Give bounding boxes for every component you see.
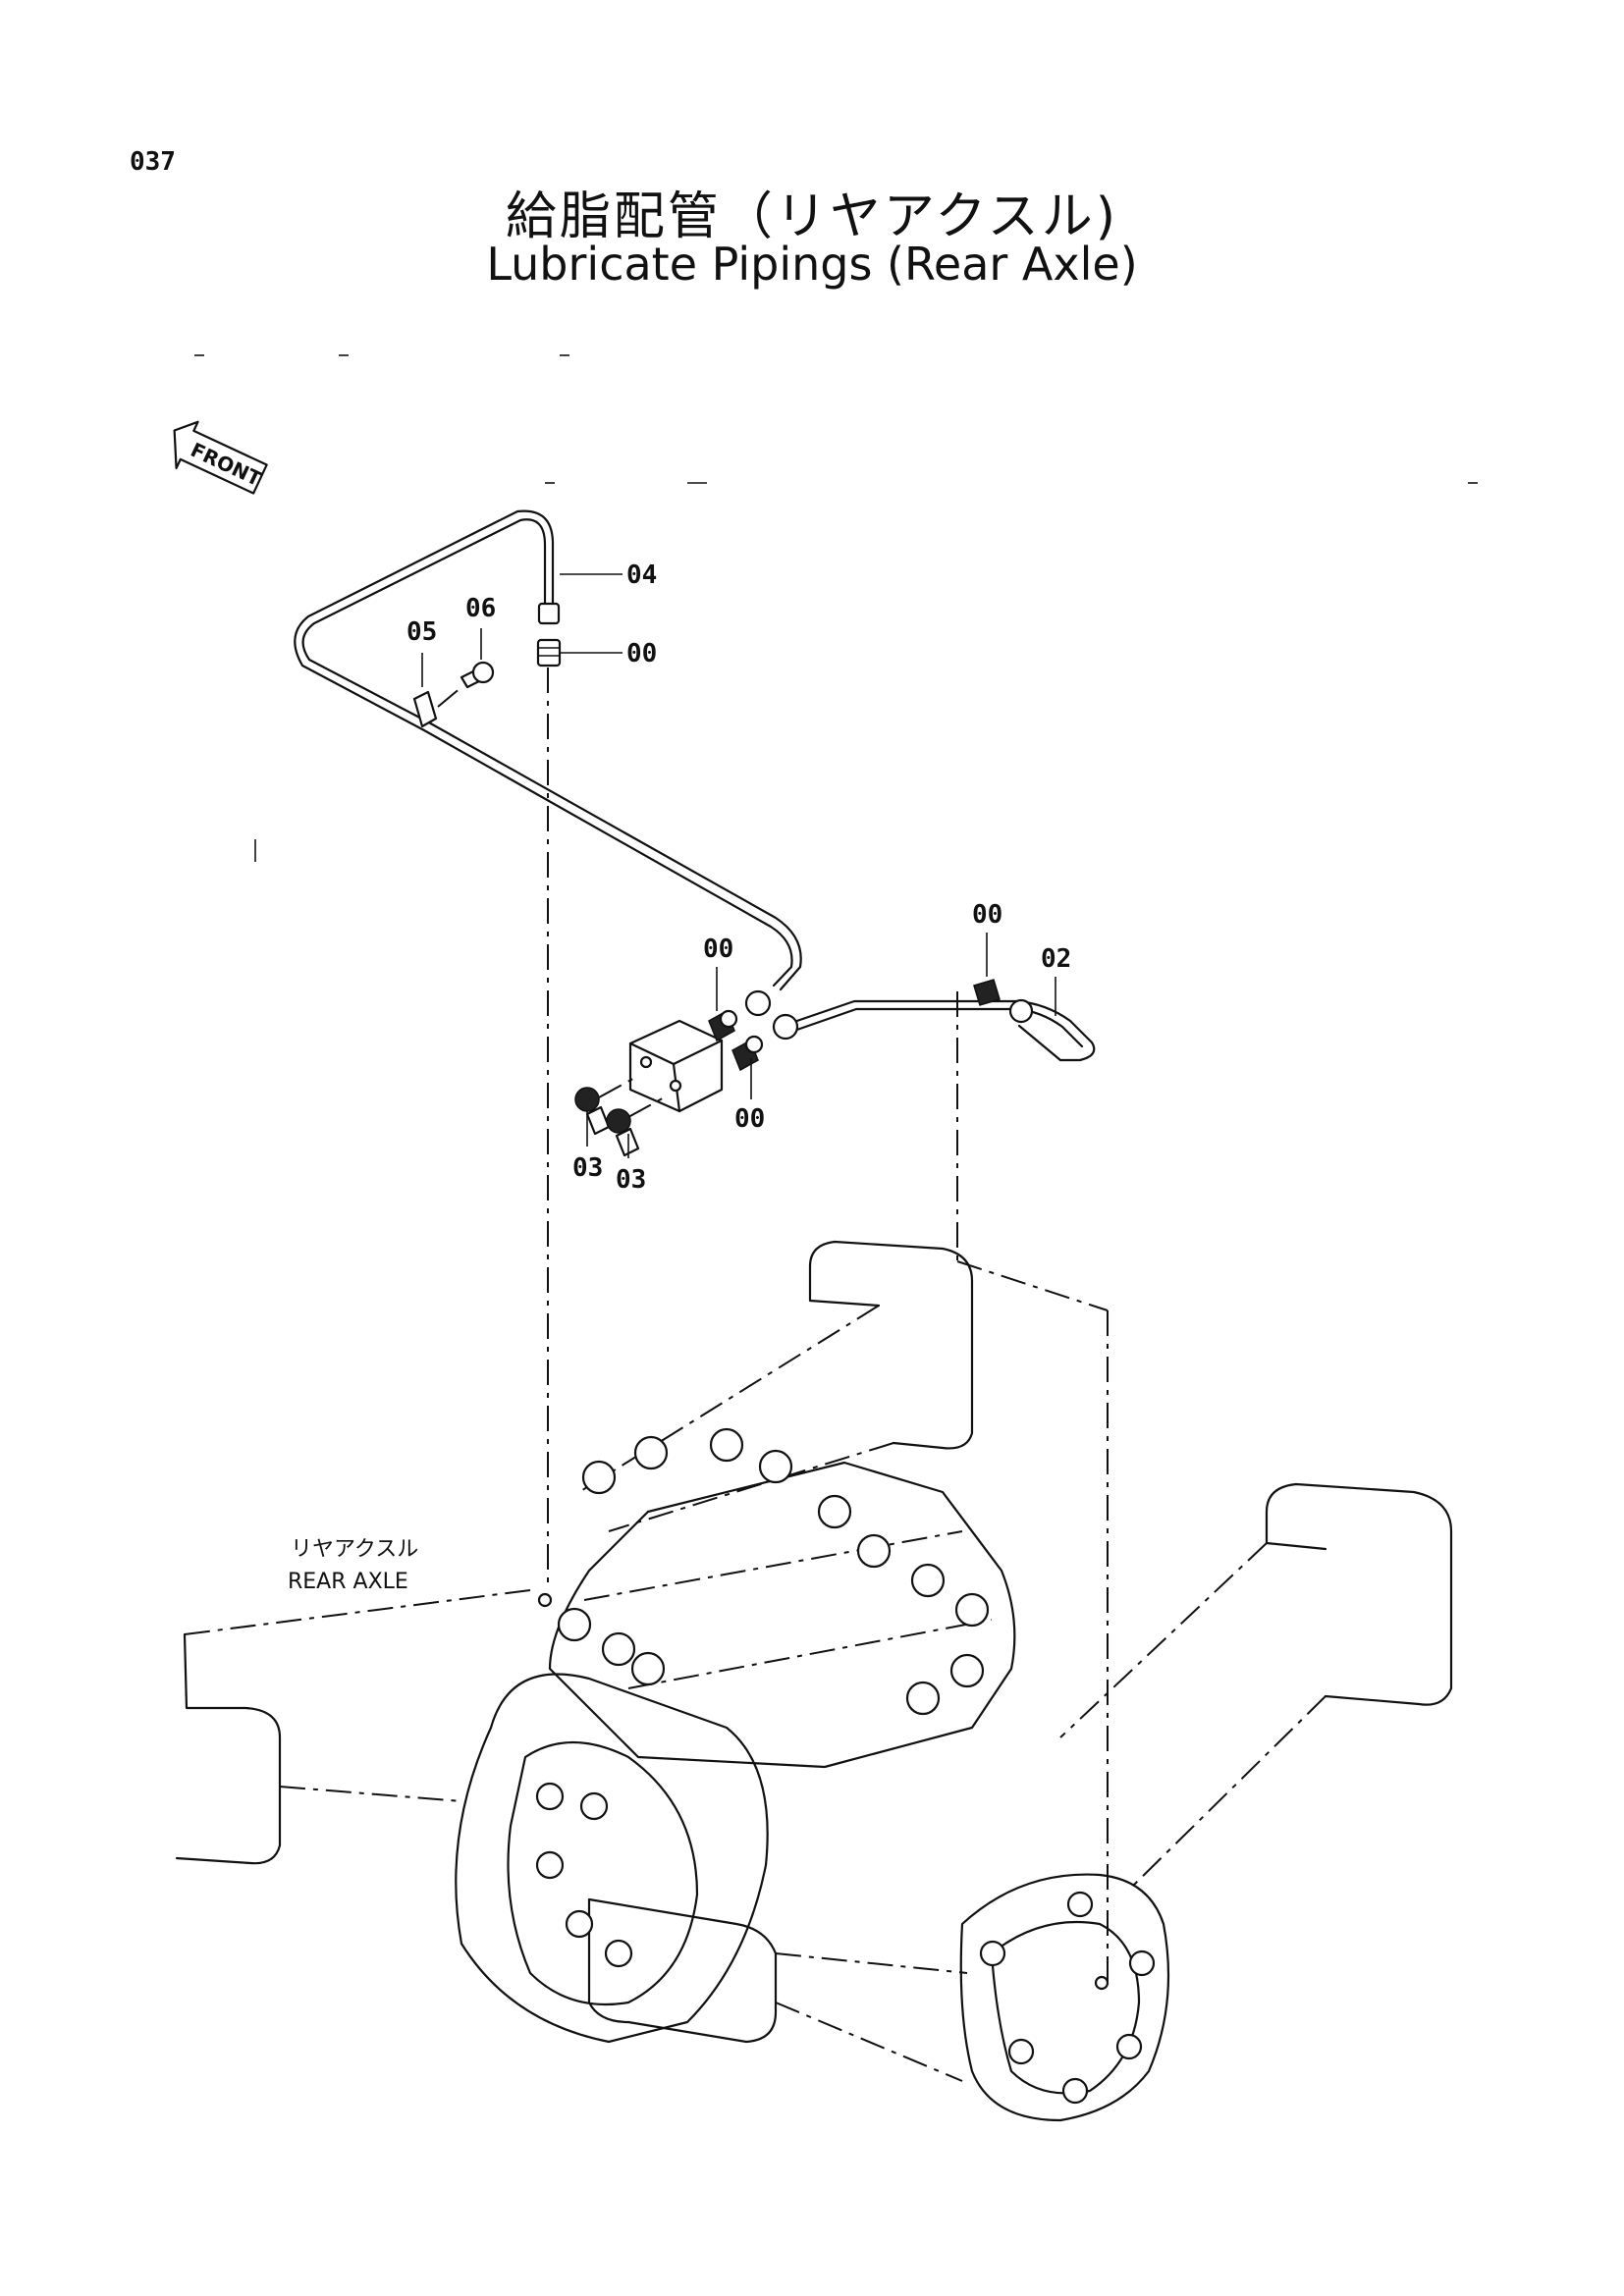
page-number: 037 bbox=[130, 147, 176, 177]
leader-lines bbox=[537, 667, 1110, 1991]
page-title-japanese: 給脂配管（リヤアクスル) bbox=[505, 187, 1119, 246]
svg-text:00: 00 bbox=[626, 639, 657, 668]
callout-02: 02 bbox=[1041, 944, 1071, 1016]
rear-axle-label-en: REAR AXLE bbox=[288, 1570, 408, 1594]
distribution-block bbox=[628, 1019, 724, 1113]
callout-04: 04 bbox=[560, 561, 657, 590]
callout-00-block-right: 00 bbox=[734, 1058, 765, 1134]
svg-text:00: 00 bbox=[703, 934, 733, 964]
pipe-04 bbox=[294, 509, 802, 991]
svg-text:00: 00 bbox=[734, 1104, 765, 1134]
svg-text:04: 04 bbox=[626, 561, 657, 590]
callout-05: 05 bbox=[406, 617, 437, 687]
front-arrow-icon: FRONT bbox=[173, 420, 268, 495]
svg-text:05: 05 bbox=[406, 617, 437, 647]
callout-00-top: 00 bbox=[560, 639, 657, 668]
fitting-00-left bbox=[708, 1009, 738, 1042]
page-title-english: Lubricate Pipings (Rear Axle) bbox=[486, 238, 1138, 291]
callout-00-pipe-end: 00 bbox=[972, 900, 1002, 977]
rear-axle-label-jp: リヤアクスル bbox=[291, 1537, 418, 1562]
svg-text:06: 06 bbox=[465, 594, 496, 623]
rear-axle-label: リヤアクスル REAR AXLE bbox=[288, 1537, 418, 1594]
rear-axle-drawing bbox=[175, 1240, 1453, 2122]
fitting-00-right bbox=[731, 1035, 764, 1072]
callout-03-left: 03 bbox=[572, 1111, 603, 1183]
fittings-03 bbox=[574, 1075, 669, 1157]
svg-text:02: 02 bbox=[1041, 944, 1071, 974]
clamp-05 bbox=[412, 686, 462, 728]
bolt-06 bbox=[460, 661, 495, 689]
pipe-02 bbox=[784, 999, 1096, 1062]
callout-03-right: 03 bbox=[616, 1134, 646, 1195]
svg-text:00: 00 bbox=[972, 900, 1002, 930]
svg-text:03: 03 bbox=[572, 1153, 603, 1183]
callout-06: 06 bbox=[465, 594, 496, 660]
svg-text:03: 03 bbox=[616, 1165, 646, 1195]
fitting-00-pipe-end bbox=[973, 979, 1034, 1024]
grease-fitting-top bbox=[536, 638, 562, 667]
axle-bolts bbox=[535, 1427, 1156, 2105]
nut-fittings bbox=[744, 989, 799, 1041]
callout-00-block-left: 00 bbox=[703, 934, 733, 1011]
scan-marks bbox=[194, 354, 1478, 862]
